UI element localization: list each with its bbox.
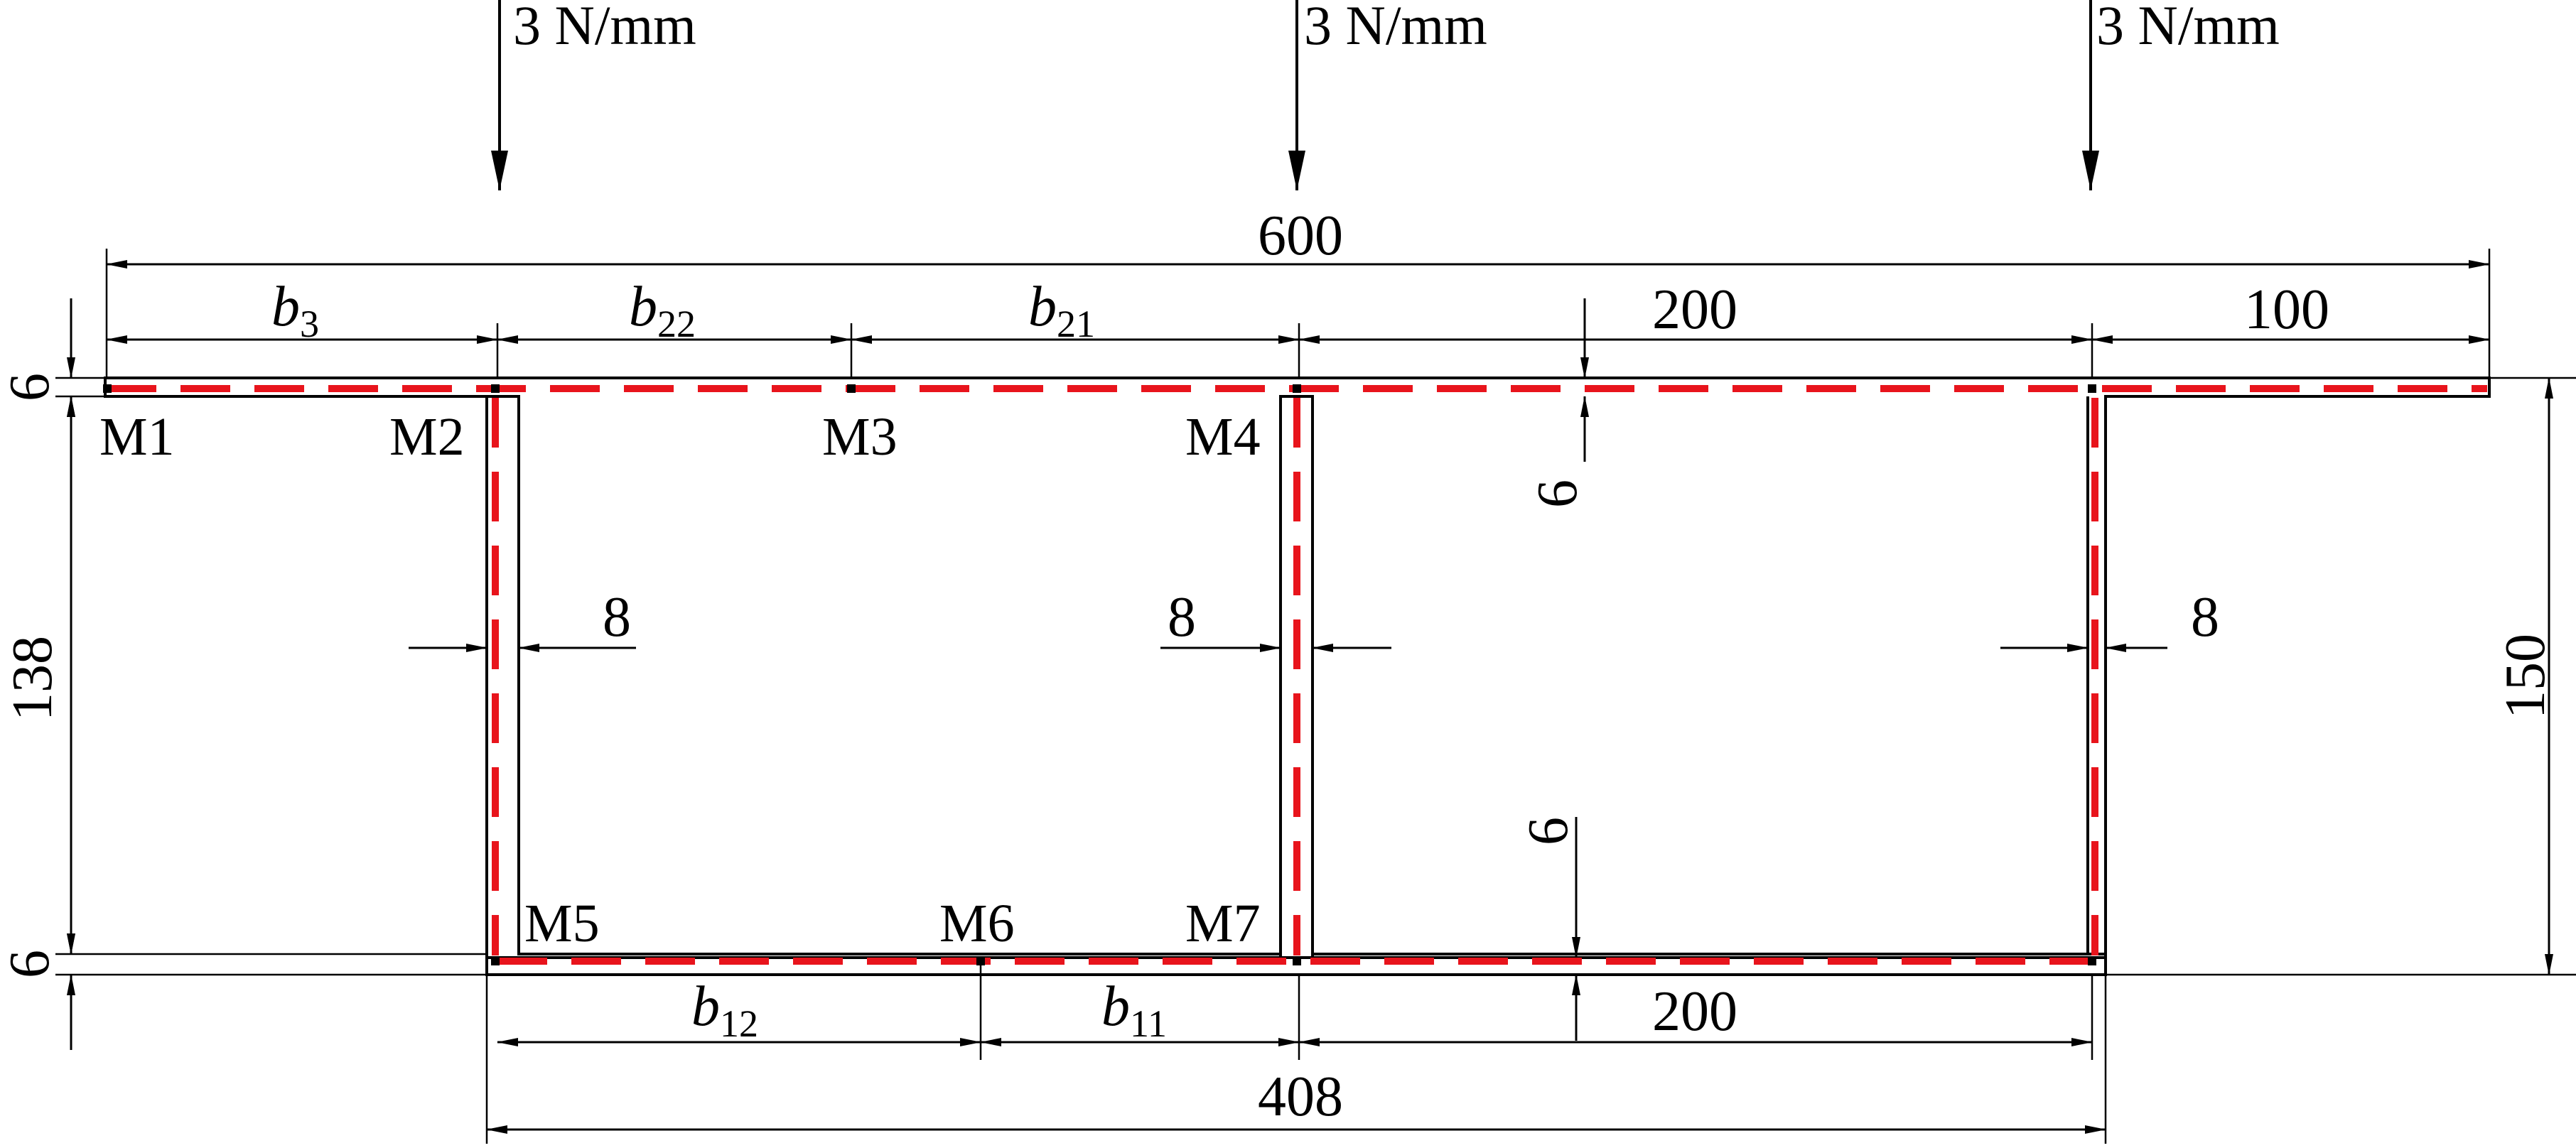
symbol-b11: b11 [1101, 975, 1167, 1045]
point-marker-m3 [847, 384, 856, 393]
dim-flange-right-bottom-label: 6 [1517, 817, 1580, 845]
dim-top-right-a-label: 200 [1652, 278, 1737, 341]
left-cell-inner-outline [517, 396, 1282, 955]
point-marker-m6 [976, 957, 985, 965]
dim-top-right-b-label: 100 [2244, 278, 2329, 341]
point-marker-m7 [1293, 957, 1301, 965]
segment-symbols: b3 b22 b21 b12 b11 [271, 276, 1167, 1045]
junction-marker-right-bottom [2088, 957, 2096, 965]
dim-left-top-label: 6 [0, 373, 61, 401]
dim-overall-bottom-label: 408 [1258, 1066, 1343, 1128]
point-markers [103, 384, 2096, 965]
point-marker-m4 [1293, 384, 1301, 393]
point-label-m1: M1 [99, 407, 175, 467]
dim-web-right-label: 8 [2191, 586, 2219, 649]
dim-right-height-label: 150 [2494, 634, 2557, 719]
symbol-b3: b3 [271, 276, 319, 345]
point-label-m5: M5 [524, 894, 600, 953]
extension-lines [55, 249, 2576, 1144]
point-label-m6: M6 [939, 894, 1015, 953]
centerlines [107, 385, 2487, 965]
dim-web-mid-label: 8 [1168, 586, 1196, 649]
point-marker-m2 [491, 384, 500, 393]
point-label-m3: M3 [822, 407, 898, 467]
dim-overall-top-label: 600 [1258, 205, 1343, 267]
dim-left-bottom-label: 6 [0, 950, 61, 978]
point-marker-m1 [103, 384, 112, 393]
dim-left-height-label: 138 [1, 636, 64, 721]
load-label-left: 3 N/mm [513, 0, 696, 56]
load-label-right: 3 N/mm [2096, 0, 2280, 56]
loads: 3 N/mm 3 N/mm 3 N/mm [491, 0, 2280, 190]
symbol-b21: b21 [1028, 276, 1095, 345]
dim-web-left-label: 8 [603, 586, 631, 649]
dimension-lines: 600 200 100 200 408 8 8 8 6 6 [0, 205, 2557, 1134]
dim-bottom-right-label: 200 [1652, 980, 1737, 1043]
point-label-m4: M4 [1185, 407, 1261, 467]
point-marker-m5 [491, 957, 500, 965]
symbol-b12: b12 [691, 975, 758, 1045]
point-labels: M1 M2 M3 M4 M5 M6 M7 [99, 407, 1261, 953]
point-label-m7: M7 [1185, 894, 1261, 953]
load-label-middle: 3 N/mm [1304, 0, 1487, 56]
symbol-b22: b22 [629, 276, 696, 345]
junction-marker-right-top [2088, 384, 2096, 393]
dim-flange-right-top-label: 6 [1526, 480, 1589, 508]
point-label-m2: M2 [389, 407, 465, 467]
